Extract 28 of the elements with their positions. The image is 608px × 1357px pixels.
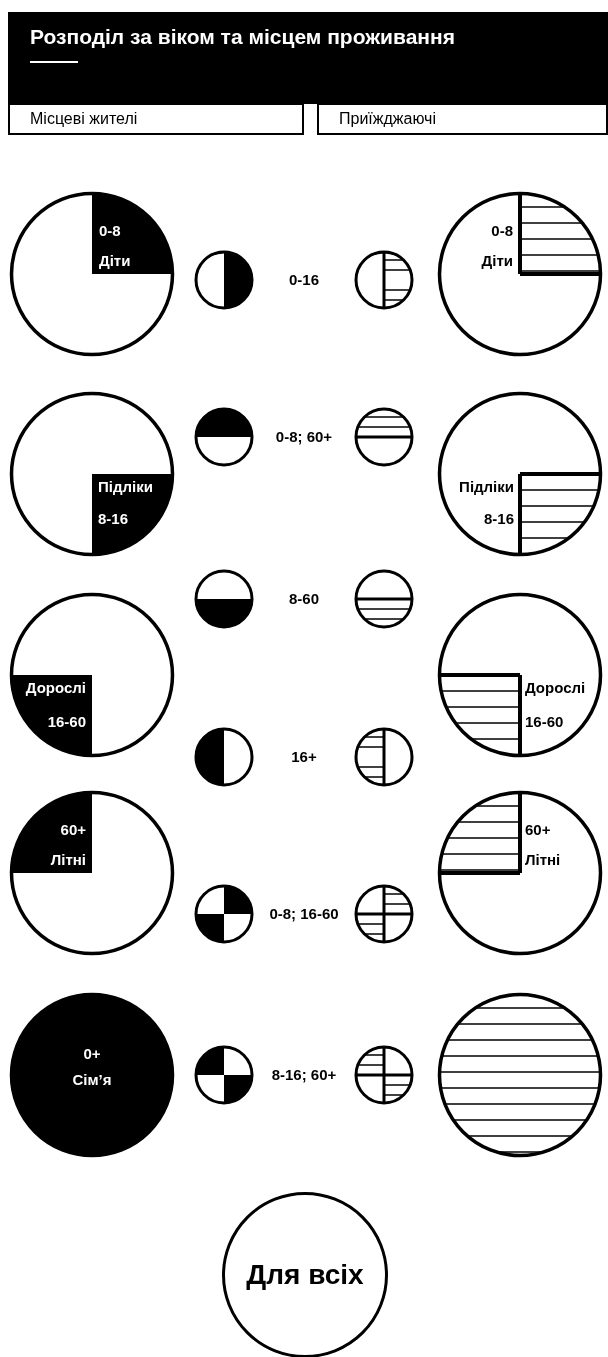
group-label-top: 0-8 [99, 221, 121, 241]
title: Розподіл за віком та місцем проживання [30, 24, 455, 50]
age-range-label: 16+ [290, 747, 318, 767]
column-header-box: Місцеві жителі [8, 103, 304, 135]
group-label-bottom: 16-60 [47, 712, 86, 732]
group-label-bottom: 16-60 [525, 712, 564, 732]
group-label-bottom: Сім’я [71, 1070, 113, 1090]
group-label-top: Підліки [98, 477, 153, 497]
age-range-label: 8-16; 60+ [270, 1065, 338, 1085]
group-label-top: 0-8 [491, 221, 513, 241]
group-label-bottom: Літні [50, 850, 86, 870]
age-range-label: 0-16 [288, 270, 320, 290]
age-range-label: 8-60 [288, 589, 320, 609]
round-node: Для всіх [222, 1192, 388, 1357]
group-label-top: Підліки [459, 477, 514, 497]
group-label-bottom: 8-16 [98, 509, 129, 529]
group-label-top: Дорослі [25, 678, 86, 698]
group-label-bottom: Діти [481, 251, 513, 271]
group-label-bottom: Літні [525, 850, 561, 870]
group-label-top: 0+ [82, 1044, 102, 1064]
column-header-box: Приїжджаючі [317, 103, 608, 135]
age-range-label: 0-8; 60+ [274, 427, 334, 447]
group-label-top: 60+ [525, 820, 551, 840]
age-range-label: 0-8; 16-60 [268, 904, 340, 924]
group-label-top: Дорослі [525, 678, 586, 698]
group-label-top: 60+ [60, 820, 86, 840]
group-label-bottom: Діти [99, 251, 131, 271]
group-label-bottom: 8-16 [483, 509, 514, 529]
